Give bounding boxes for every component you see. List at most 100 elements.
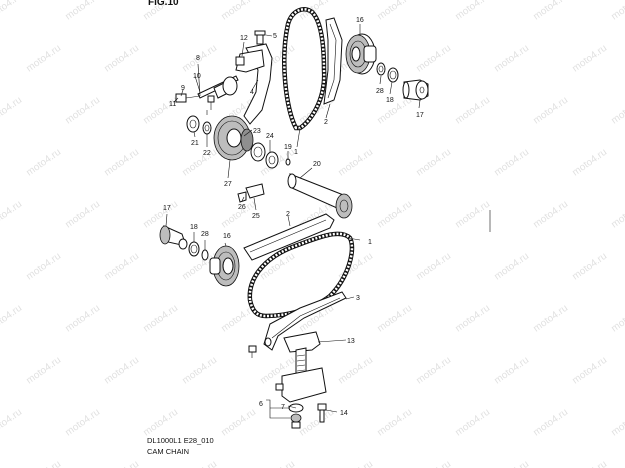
watermark-text: moto4.ru [180,355,219,387]
watermark-text: moto4.ru [453,95,492,127]
upper-cam-sprocket [345,33,377,75]
watermark-text: moto4.ru [609,0,625,22]
callout-6: 6 [259,401,263,408]
watermark-text: moto4.ru [336,147,375,179]
callout-9: 9 [181,85,185,92]
callout-28b: 28 [201,231,209,238]
watermark-text: moto4.ru [570,147,609,179]
callout-18b: 18 [190,224,198,231]
callout-22: 22 [203,150,211,157]
watermark-text: moto4.ru [609,199,625,231]
mounting-bolt-left [248,345,284,391]
watermark-text: moto4.ru [0,0,24,22]
upper-chain-guide [323,17,343,105]
callout-17b: 17 [163,205,171,212]
watermark-text: moto4.ru [570,459,609,468]
watermark-text: moto4.ru [492,147,531,179]
watermark-text: moto4.ru [24,459,63,468]
lower-plug [159,225,188,250]
upper-cam-chain [282,7,327,131]
watermark-text: moto4.ru [102,147,141,179]
callout-18a: 18 [386,97,394,104]
callout-20: 20 [313,161,321,168]
watermark-text: moto4.ru [24,355,63,387]
watermark-text: moto4.ru [453,199,492,231]
callout-2a: 2 [324,119,328,126]
chain-tensioner-arm [263,291,347,351]
callout-numbers: 1 2 1 2 3 4 5 6 7 8 9 10 11 12 13 14 16 … [163,17,424,417]
watermark-text: moto4.ru [258,459,297,468]
watermark-text: moto4.ru [453,0,492,22]
callout-26: 26 [238,204,246,211]
caption-code: DL1000L1 E28_010 [147,436,214,445]
watermark-text: moto4.ru [414,459,453,468]
tensioner-adjuster-rod [175,75,239,110]
watermark-text: moto4.ru [24,147,63,179]
watermark-text: moto4.ru [297,407,336,439]
watermark-text: moto4.ru [531,0,570,22]
watermark-text: moto4.ru [102,43,141,75]
lower-cam-sprocket [209,245,240,287]
watermark-text: moto4.ru [63,95,102,127]
watermark-text: moto4.ru [63,199,102,231]
callout-24: 24 [266,133,274,140]
watermark-text: moto4.ru [531,95,570,127]
callout-14: 14 [340,410,348,417]
watermark-text: moto4.ru [375,407,414,439]
leader-lines [165,24,421,419]
callout-17a: 17 [416,112,424,119]
watermark-text: moto4.ru [453,303,492,335]
callout-10: 10 [193,73,201,80]
callout-2b: 2 [286,211,290,218]
watermark-text: moto4.ru [453,407,492,439]
caption-title: CAM CHAIN [147,447,189,456]
watermark-text: moto4.ru [24,251,63,283]
watermark-text: moto4.ru [63,407,102,439]
idler-sprocket-left [186,115,254,161]
watermark-text: moto4.ru [609,303,625,335]
callout-4: 4 [250,89,254,96]
watermark-text: moto4.ru [570,355,609,387]
watermark-text: moto4.ru [414,147,453,179]
watermark-text: moto4.ru [180,147,219,179]
callout-19: 19 [284,144,292,151]
watermark-text: moto4.ru [24,43,63,75]
callout-11: 11 [169,101,176,108]
watermark-text: moto4.ru [141,199,180,231]
watermark-text: moto4.ru [492,459,531,468]
watermark-text: moto4.ru [375,199,414,231]
small-bolt-bracket [237,183,265,203]
watermark-text: moto4.ru [492,251,531,283]
watermark-text: moto4.ru [141,303,180,335]
watermark-text: moto4.ru [492,355,531,387]
callout-28a: 28 [376,88,384,95]
lower-chain-guide [243,213,335,261]
figure-label: FIG.10 [148,0,179,8]
upper-tensioner [235,30,273,125]
callout-1a: 1 [294,149,298,156]
callout-16b: 16 [223,233,231,240]
watermark-text: moto4.ru [0,407,24,439]
watermark-text: moto4.ru [609,407,625,439]
callout-3: 3 [356,295,360,302]
watermark-text: moto4.ru [219,407,258,439]
watermark-text: moto4.ru [336,355,375,387]
watermark-text: moto4.ru [0,303,24,335]
upper-washers [376,62,399,83]
watermark-text: moto4.ru [141,407,180,439]
lower-cam-chain [247,231,355,319]
watermark-text: moto4.ru [141,95,180,127]
watermark-text: moto4.ru [570,43,609,75]
watermark-text: moto4.ru [492,43,531,75]
watermark-text: moto4.ru [102,355,141,387]
lower-bolt [317,403,327,423]
watermark-text: moto4.ru [375,95,414,127]
callout-25: 25 [252,213,260,220]
callout-12: 12 [240,35,248,42]
watermark-text: moto4.ru [219,0,258,22]
upper-plug [402,79,429,101]
watermark-text: moto4.ru [336,459,375,468]
callout-1b: 1 [368,239,372,246]
watermark-text: moto4.ru [414,355,453,387]
